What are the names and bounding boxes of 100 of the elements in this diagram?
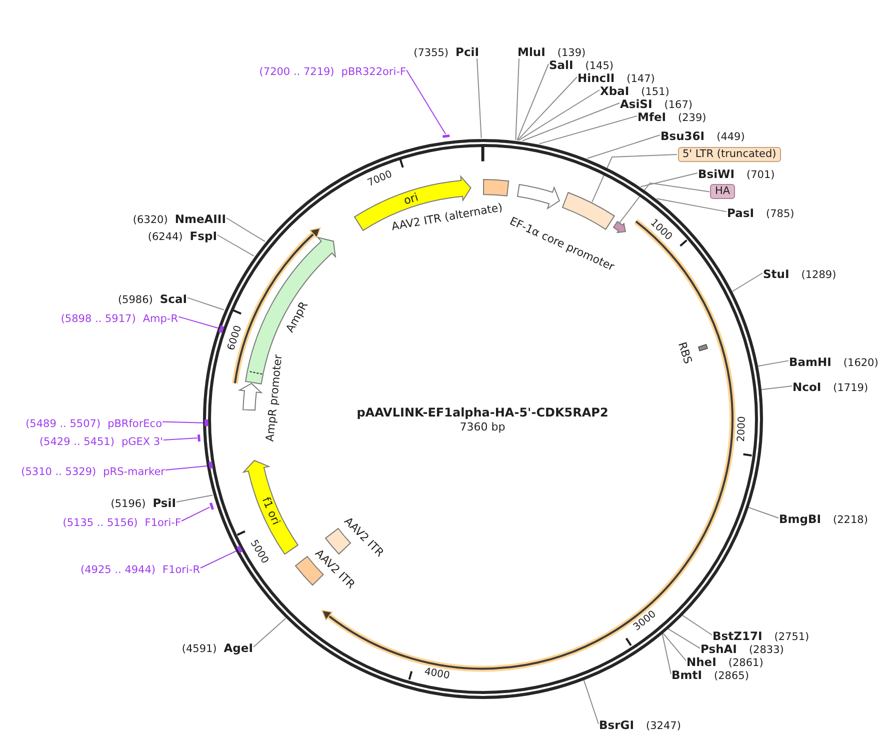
scale-label: 6000 bbox=[226, 324, 244, 352]
site-position: (2751) bbox=[774, 630, 810, 644]
primer-mark bbox=[208, 501, 216, 512]
primer-mark bbox=[206, 460, 214, 471]
feature-box bbox=[482, 178, 510, 197]
enzyme-name: MfeI bbox=[638, 110, 666, 124]
feature-label: AmpR promoter bbox=[264, 354, 286, 443]
site-position: (4591) bbox=[182, 642, 217, 656]
enzyme-name: NcoI bbox=[792, 380, 822, 394]
enzyme-name: PshAI bbox=[700, 642, 737, 656]
site-position: (1719) bbox=[833, 381, 868, 395]
feature-box bbox=[560, 190, 616, 230]
leader-line bbox=[165, 465, 209, 470]
enzyme-name: ScaI bbox=[160, 292, 187, 306]
leader-line bbox=[515, 58, 520, 140]
leader-line bbox=[668, 628, 700, 649]
site-position: (5196) bbox=[110, 497, 146, 511]
enzyme-name: FspI bbox=[190, 229, 217, 243]
enzyme-name: BamHI bbox=[789, 354, 832, 369]
scale-label: 4000 bbox=[423, 666, 450, 682]
leader-line bbox=[682, 614, 712, 636]
primer-mark bbox=[217, 324, 226, 334]
enzyme-name: HincII bbox=[578, 71, 615, 85]
leader-line bbox=[253, 618, 286, 648]
plasmid-size: 7360 bp bbox=[460, 420, 506, 433]
leader-line bbox=[163, 437, 198, 440]
enzyme-name: PciI bbox=[456, 45, 479, 59]
site-position: (7355) bbox=[414, 46, 449, 60]
primer-position: (4925 .. 4944) bbox=[80, 563, 156, 577]
leader-line bbox=[162, 421, 205, 424]
site-position: (6244) bbox=[148, 230, 183, 244]
feature-label: ori bbox=[402, 190, 420, 208]
site-position: (151) bbox=[641, 85, 670, 99]
leader-line bbox=[176, 494, 214, 502]
site-position: (239) bbox=[678, 111, 706, 125]
site-position: (147) bbox=[626, 72, 655, 86]
site-position: (6320) bbox=[132, 213, 168, 227]
primer-position: (5429 .. 5451) bbox=[39, 435, 114, 449]
primer-mark bbox=[203, 418, 210, 428]
site-position: (1289) bbox=[801, 268, 836, 282]
leader-line bbox=[518, 90, 600, 141]
site-position: (2861) bbox=[728, 656, 764, 670]
leader-line bbox=[181, 506, 210, 522]
primer-name: F1ori-F bbox=[144, 516, 181, 530]
leader-line bbox=[586, 134, 660, 159]
site-position: (2833) bbox=[748, 643, 784, 658]
enzyme-name: SalI bbox=[549, 58, 574, 72]
leader-line bbox=[662, 632, 686, 662]
enzyme-name: BsiWI bbox=[698, 167, 735, 181]
plasmid-name: pAAVLINK-EF1alpha-HA-5'-CDK5RAP2 bbox=[356, 406, 608, 419]
enzyme-name: StuI bbox=[763, 267, 790, 281]
site-position: (2218) bbox=[833, 513, 868, 527]
enzyme-name: BmtI bbox=[672, 668, 702, 682]
primer-mark bbox=[196, 432, 202, 443]
site-position: (145) bbox=[585, 59, 614, 73]
enzyme-name: Bsu36I bbox=[660, 129, 705, 143]
primer-mark bbox=[234, 544, 244, 555]
leader-line bbox=[187, 297, 224, 310]
leader-line bbox=[406, 70, 446, 135]
primer-name: pRS-marker bbox=[103, 465, 165, 479]
leader-line bbox=[522, 102, 620, 142]
primer-name: F1ori-R bbox=[162, 563, 200, 577]
site-position: (449) bbox=[716, 130, 745, 144]
enzyme-name: PasI bbox=[727, 206, 754, 220]
leader-line bbox=[476, 58, 482, 138]
site-position: (1620) bbox=[843, 356, 878, 370]
leader-line bbox=[516, 64, 549, 141]
enzyme-name: MluI bbox=[518, 45, 546, 59]
site-position: (785) bbox=[766, 206, 794, 221]
directional-feature bbox=[238, 382, 262, 412]
enzyme-name: NheI bbox=[686, 654, 716, 669]
enzyme-name: AsiSI bbox=[620, 97, 652, 111]
enzyme-name: BstZ17I bbox=[712, 629, 762, 643]
leader-line bbox=[583, 680, 599, 724]
enzyme-name: XbaI bbox=[600, 84, 630, 98]
leader-line bbox=[758, 360, 789, 367]
enzyme-name: NmeAIII bbox=[174, 212, 226, 226]
leader-line bbox=[662, 633, 672, 674]
primer-position: (5135 .. 5156) bbox=[62, 516, 138, 530]
leader-line bbox=[748, 506, 779, 518]
primer-name: pGEX 3' bbox=[121, 435, 163, 449]
site-position: (5986) bbox=[118, 292, 153, 307]
enzyme-name: BmgBI bbox=[779, 512, 822, 526]
leader-line bbox=[592, 154, 678, 203]
feature-tag: 5' LTR (truncated) bbox=[678, 147, 782, 162]
leader-line bbox=[640, 172, 698, 188]
scale-label: 2000 bbox=[736, 416, 748, 442]
primer-position: (5489 .. 5507) bbox=[26, 416, 101, 431]
primer-name: Amp-R bbox=[142, 312, 178, 326]
site-position: (139) bbox=[557, 46, 586, 60]
leader-line bbox=[517, 76, 578, 141]
leader-line bbox=[178, 316, 220, 329]
site-position: (2865) bbox=[714, 669, 749, 683]
directional-feature bbox=[516, 182, 562, 210]
leader-line bbox=[619, 182, 710, 224]
enzyme-name: BsrGI bbox=[599, 718, 634, 732]
leader-line bbox=[656, 198, 727, 212]
leader-line bbox=[200, 550, 238, 568]
leader-line bbox=[761, 386, 792, 390]
site-position: (701) bbox=[746, 168, 775, 182]
